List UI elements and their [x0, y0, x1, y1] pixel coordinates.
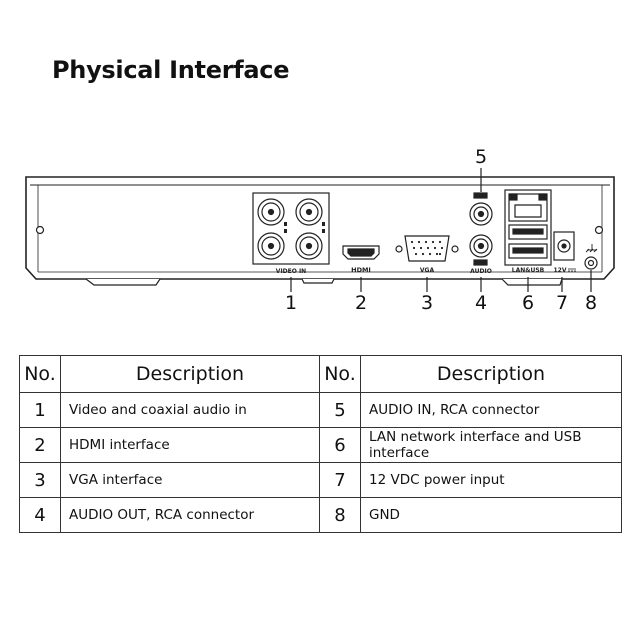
row-number: 5 — [319, 392, 361, 428]
row-number: 1 — [19, 392, 61, 428]
row-description: Video and coaxial audio in — [60, 392, 320, 428]
power-jack — [553, 231, 575, 261]
callout-number: 2 — [355, 292, 367, 314]
row-number: 8 — [319, 497, 361, 533]
row-number: 7 — [319, 462, 361, 498]
callout-number: 7 — [556, 292, 568, 314]
ground-icon — [585, 244, 598, 253]
row-description: HDMI interface — [60, 427, 320, 463]
row-description: LAN network interface and USB interface — [360, 427, 622, 463]
audio-rca-ports — [469, 192, 493, 266]
row-number: 2 — [19, 427, 61, 463]
lan-usb-block — [504, 189, 552, 266]
table-row: 4 AUDIO OUT, RCA connector 8 GND — [19, 497, 622, 533]
header-no: No. — [319, 355, 361, 393]
callout-number: 6 — [522, 292, 534, 314]
power-label: 12V — [554, 267, 567, 274]
vga-label: VGA — [420, 267, 435, 274]
callout-number: 5 — [475, 146, 487, 168]
device-rear-panel-diagram: VIDEO IN HDMI VGA AUDIO LAN&USB — [25, 146, 615, 314]
table-row: 1 Video and coaxial audio in 5 AUDIO IN,… — [19, 392, 622, 428]
gnd-terminal — [584, 256, 598, 270]
row-number: 4 — [19, 497, 61, 533]
video-in-bnc-block — [252, 192, 330, 265]
device-feet — [85, 278, 563, 286]
table-header-row: No. Description No. Description — [19, 355, 622, 393]
row-description: GND — [360, 497, 622, 533]
row-description: VGA interface — [60, 462, 320, 498]
page-title: Physical Interface — [52, 56, 290, 84]
interface-table: No. Description No. Description 1 Video … — [19, 355, 622, 533]
callout-number: 4 — [475, 292, 487, 314]
lan-usb-label: LAN&USB — [512, 267, 545, 274]
row-description: 12 VDC power input — [360, 462, 622, 498]
callout-number: 1 — [285, 292, 297, 314]
video-in-label: VIDEO IN — [276, 268, 306, 275]
audio-label: AUDIO — [470, 268, 492, 275]
screw-holes — [35, 225, 604, 235]
header-no: No. — [19, 355, 61, 393]
callout-leaders — [290, 168, 592, 292]
dc-symbol-icon — [568, 268, 576, 272]
header-description: Description — [360, 355, 622, 393]
hdmi-label: HDMI — [351, 266, 371, 274]
header-description: Description — [60, 355, 320, 393]
row-number: 6 — [319, 427, 361, 463]
row-number: 3 — [19, 462, 61, 498]
row-description: AUDIO OUT, RCA connector — [60, 497, 320, 533]
callout-number: 8 — [585, 292, 597, 314]
table-row: 3 VGA interface 7 12 VDC power input — [19, 462, 622, 498]
vga-port — [395, 235, 459, 262]
callout-number: 3 — [421, 292, 433, 314]
hdmi-port — [342, 245, 380, 260]
table-row: 2 HDMI interface 6 LAN network interface… — [19, 427, 622, 463]
row-description: AUDIO IN, RCA connector — [360, 392, 622, 428]
